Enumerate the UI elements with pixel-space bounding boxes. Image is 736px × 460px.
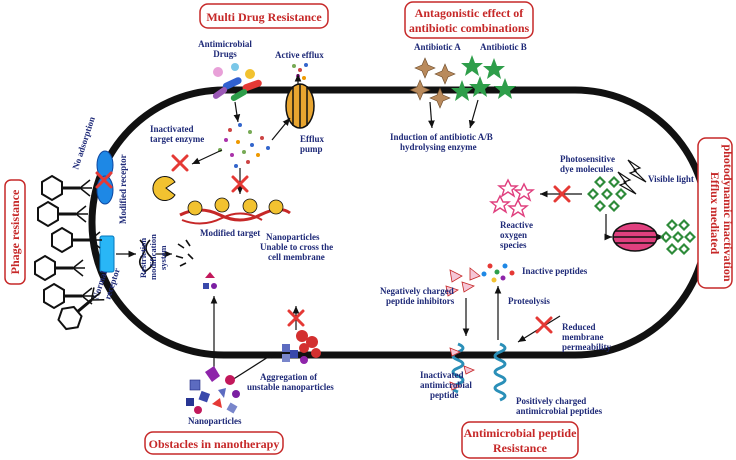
neg-charged-label-2: peptide inhibitors xyxy=(386,296,455,306)
pos-charged-label-2: antimicrobial peptides xyxy=(516,406,603,416)
induction-label-2: hydrolysing enzyme xyxy=(400,142,477,152)
ros-label-2: oxygen xyxy=(500,230,527,240)
efflux-pump-label-1: Efflux xyxy=(300,134,325,144)
aggregation-label-1: Aggregation of xyxy=(260,372,318,382)
restriction-label-2: modification xyxy=(148,234,158,280)
nanoparticle-cluster-icon xyxy=(186,366,240,414)
diamond-icon xyxy=(660,219,696,255)
phage-title: Phage resistance xyxy=(8,189,22,274)
efflux-pump-label-2: pump xyxy=(300,144,323,154)
restriction-label-1: Restriction xyxy=(138,238,148,278)
ros-label-3: species xyxy=(500,240,527,250)
photosensitive-label-1: Photosensitive xyxy=(560,154,615,164)
mdr-title: Multi Drug Resistance xyxy=(206,10,322,24)
nano-title: Obstacles in nanotherapy xyxy=(149,437,280,451)
photosensitive-label-2: dye molecules xyxy=(560,164,614,174)
antagonistic-title-1: Antagonistic effect of xyxy=(415,6,525,20)
mdr-title-box: Multi Drug Resistance xyxy=(199,3,329,29)
phage-icon xyxy=(36,174,94,228)
nano-unable-label-3: cell membrane xyxy=(268,252,325,262)
antagonistic-title-box: Antagonistic effect of antibiotic combin… xyxy=(404,1,534,39)
nanoparticle-icon xyxy=(203,272,217,289)
inactivated-amp-label-1: Inactivated xyxy=(420,370,464,380)
neg-charged-label-1: Negatively charged xyxy=(380,286,454,296)
amp-title-box: Antimicrobial peptide Resistance xyxy=(461,421,579,459)
antimicrobial-drugs-label-2: Drugs xyxy=(213,49,237,59)
cross-icon xyxy=(535,316,553,334)
restriction-label-3: system xyxy=(158,245,168,270)
modified-receptor-label: Modified receptor xyxy=(118,154,128,224)
visible-light-label: Visible light xyxy=(648,174,694,184)
ros-star-icon xyxy=(489,178,535,218)
antibiotic-b-icon xyxy=(451,55,516,101)
modified-target-label: Modified target xyxy=(200,228,260,238)
efflux-title-1: Efflux mediated xyxy=(708,172,722,255)
nano-title-box: Obstacles in nanotherapy xyxy=(144,431,284,455)
efflux-title-box: Efflux mediated photodynamic inactivatio… xyxy=(697,137,735,289)
nano-unable-label-1: Nanoparticles xyxy=(266,232,320,242)
reduced-perm-label-2: membrane xyxy=(562,332,604,342)
drug-cloud-icon xyxy=(218,123,270,168)
aggregate-icon xyxy=(282,330,321,364)
reduced-perm-label-1: Reduced xyxy=(562,322,596,332)
pos-charged-label-1: Positively charged xyxy=(516,396,586,406)
cross-icon xyxy=(171,154,189,172)
antibiotic-a-icon xyxy=(409,57,456,109)
inactive-peptides-label: Inactive peptides xyxy=(522,266,588,276)
antibiotic-b-label: Antibiotic B xyxy=(480,42,527,52)
antibiotic-a-label: Antibiotic A xyxy=(414,42,461,52)
phage-title-box: Phage resistance xyxy=(4,179,26,285)
dna-icon xyxy=(138,239,154,273)
inactive-peptides-icon xyxy=(481,263,515,283)
dna-fragments-icon xyxy=(175,239,194,267)
amp-title-1: Antimicrobial peptide xyxy=(464,426,577,440)
enzyme-icon xyxy=(152,176,176,201)
ros-label-1: Reactive xyxy=(500,220,533,230)
efflux-title-2: photodynamic inactivation xyxy=(721,144,735,281)
induction-label-1: Induction of antibiotic A/B xyxy=(390,132,493,142)
inactivated-enzyme-label-1: Inactivated xyxy=(150,124,194,134)
peptide-inhibitor-icon xyxy=(445,267,481,297)
proteolysis-label: Proteolysis xyxy=(508,296,550,306)
diamond-icon xyxy=(587,176,627,212)
reduced-perm-label-3: permeability xyxy=(562,342,611,352)
inactivated-enzyme-label-2: target enzyme xyxy=(150,134,204,144)
nanoparticles-label: Nanoparticles xyxy=(188,416,242,426)
modified-target-icon xyxy=(179,197,291,225)
efflux-dots-icon xyxy=(292,63,308,80)
inactivated-amp-label-3: peptide xyxy=(430,390,459,400)
antimicrobial-drugs-label-1: Antimicrobial xyxy=(198,39,252,49)
peptide-inhibitor-bound-icon xyxy=(449,347,475,391)
no-adsorption-label: No adsorption xyxy=(70,115,96,170)
nano-unable-label-2: Unable to cross the xyxy=(260,242,333,252)
inactivated-amp-label-2: antimicrobial xyxy=(420,380,472,390)
active-efflux-label: Active efflux xyxy=(275,50,324,60)
antagonistic-title-2: antibiotic combinations xyxy=(409,21,530,35)
pill-icon xyxy=(212,63,262,101)
aggregation-label-2: unstable nanoparticles xyxy=(247,382,334,392)
receptor-icon xyxy=(99,235,115,273)
lightning-icon xyxy=(617,159,647,195)
amp-title-2: Resistance xyxy=(493,441,548,455)
efflux-pump-icon xyxy=(285,83,315,129)
pdi-pump-icon xyxy=(612,222,658,252)
